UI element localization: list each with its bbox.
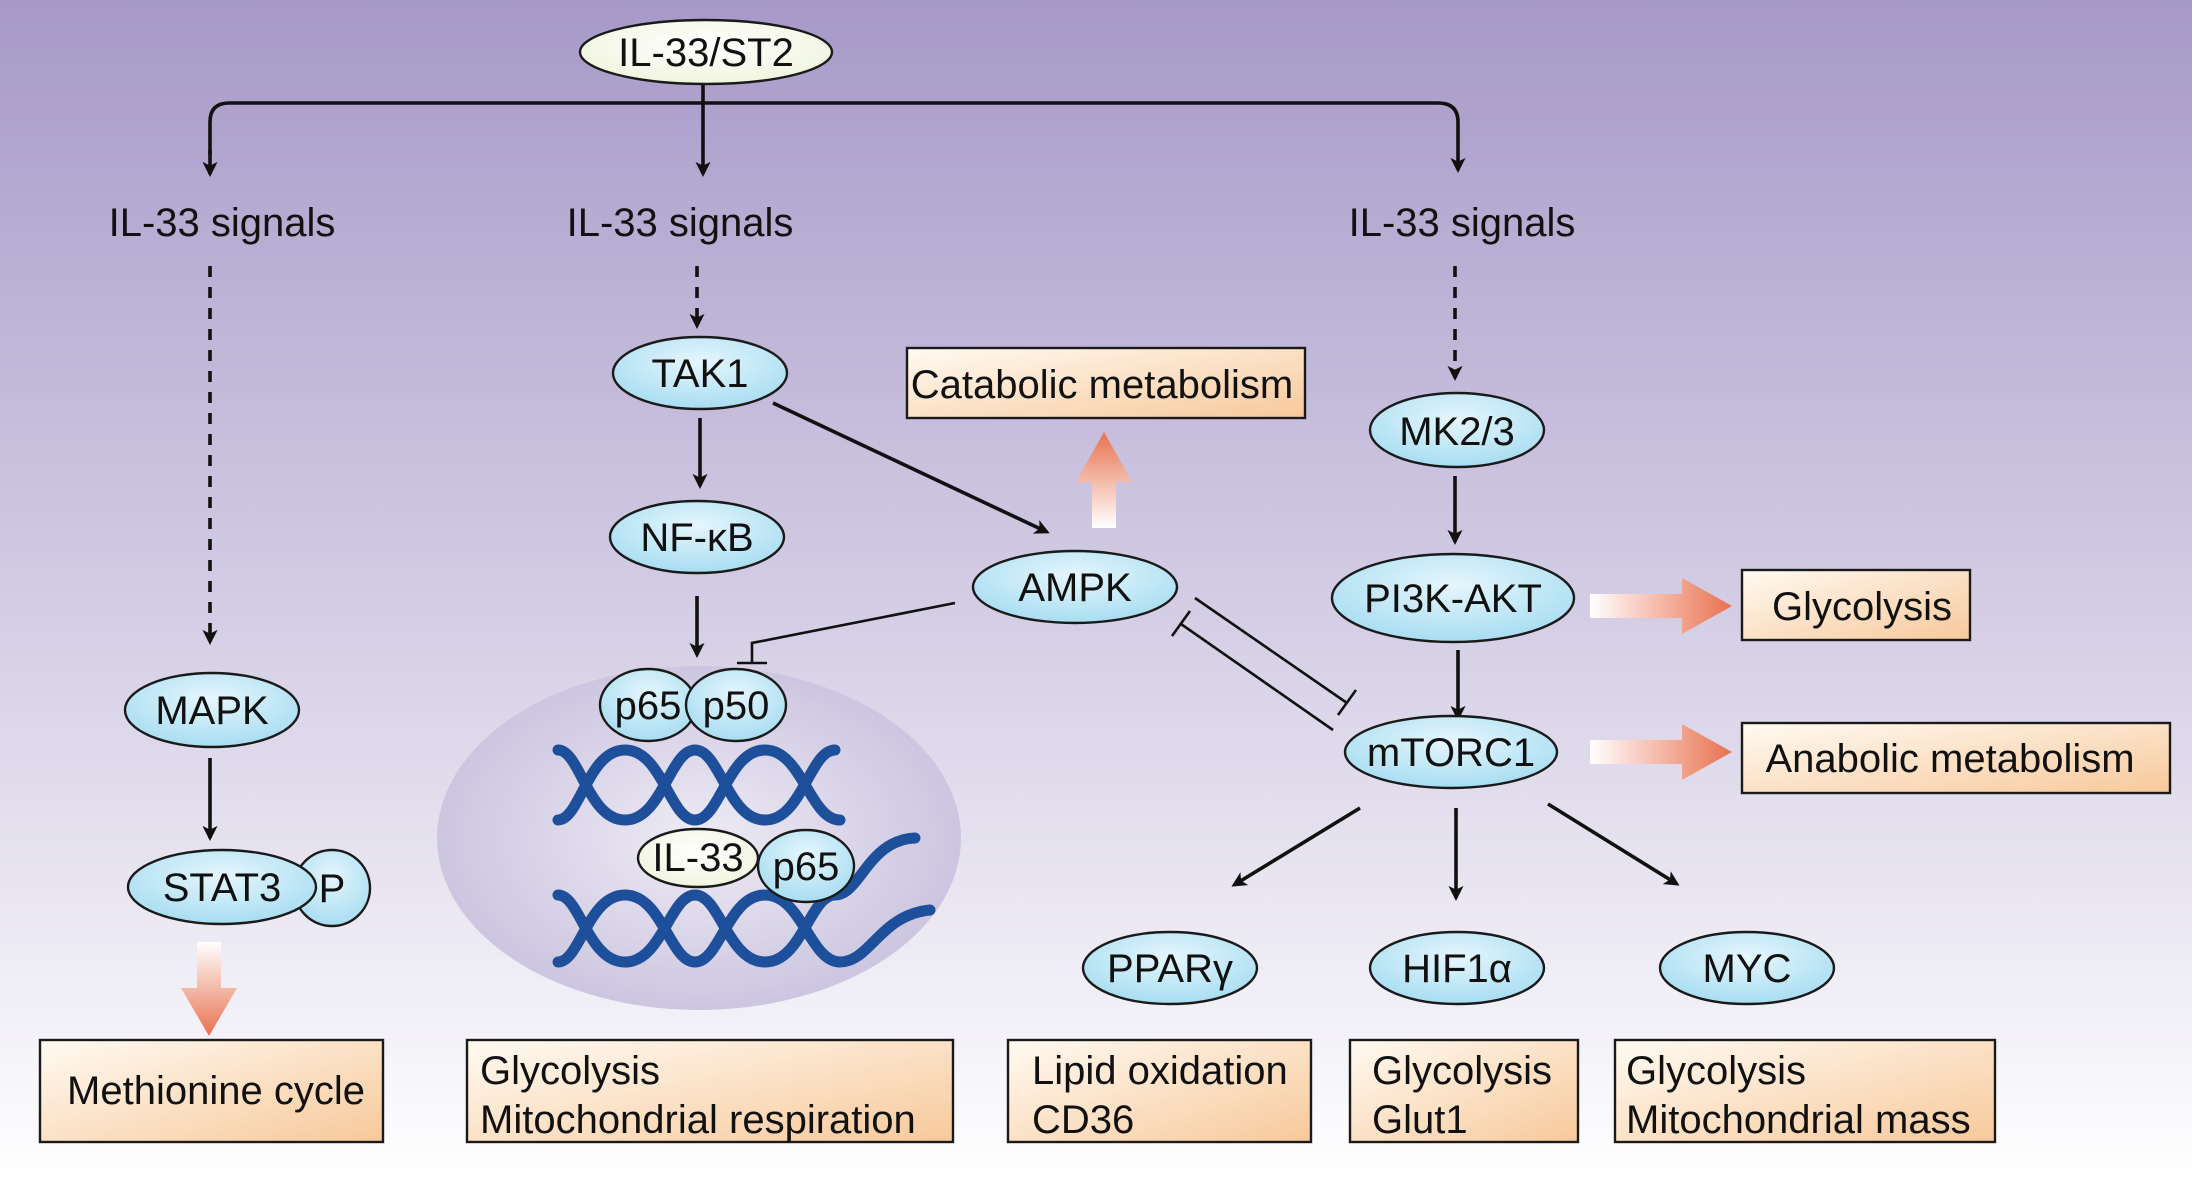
- left-signal-label: IL-33 signals: [109, 201, 336, 245]
- anabolic-box: Anabolic metabolism: [1740, 721, 2172, 795]
- catabolic-label: Catabolic metabolism: [911, 363, 1293, 407]
- tak1-node: TAK1: [611, 335, 789, 411]
- mtorc1-node: mTORC1: [1343, 714, 1559, 790]
- ppar-outcome-box: Lipid oxidation CD36: [1006, 1038, 1313, 1144]
- mapk-node: MAPK: [123, 671, 301, 749]
- nodes: IL-33/ST2 IL-33 signals IL-33 signals IL…: [109, 18, 1836, 1006]
- myc-outcome-line2: Mitochondrial mass: [1626, 1098, 1971, 1142]
- phospho-node: P: [292, 848, 372, 928]
- hif1a-node: HIF1α: [1368, 930, 1546, 1006]
- pi3k-effect-arrow: [1590, 578, 1732, 634]
- ampk-inhibits-mtorc1: [1194, 596, 1348, 705]
- il33-nuclear-label: IL-33: [652, 836, 743, 880]
- nfkb-label: NF-κB: [640, 516, 753, 560]
- p65-label-top: p65: [615, 684, 682, 728]
- middle-signal-label: IL-33 signals: [567, 201, 794, 245]
- p65-label-bottom: p65: [773, 845, 840, 889]
- mapk-label: MAPK: [155, 689, 269, 733]
- methionine-label: Methionine cycle: [67, 1069, 365, 1113]
- mtorc1-effect-arrow: [1590, 724, 1732, 780]
- ampk-label: AMPK: [1018, 566, 1132, 610]
- ppar-node: PPARγ: [1081, 930, 1259, 1006]
- hif1a-outcome-box: Glycolysis Glut1: [1348, 1038, 1580, 1144]
- il33-nuclear-node: IL-33: [636, 827, 760, 889]
- connectors: [202, 75, 1680, 902]
- mk23-label: MK2/3: [1399, 410, 1515, 454]
- pi3k-akt-node: PI3K-AKT: [1330, 552, 1576, 644]
- tak1-label: TAK1: [651, 352, 748, 396]
- branch-line: [208, 101, 1466, 174]
- myc-outcome-box: Glycolysis Mitochondrial mass: [1613, 1038, 1997, 1144]
- mtorc1-to-myc-arrow: [1547, 802, 1680, 886]
- tak1-to-ampk-arrow: [772, 401, 1050, 534]
- ppar-outcome-line1: Lipid oxidation: [1032, 1049, 1288, 1093]
- p50-node: p50: [684, 667, 788, 743]
- stat3-effect-arrow: [181, 942, 237, 1036]
- p50-label: p50: [703, 684, 770, 728]
- ppar-label: PPARγ: [1107, 947, 1233, 991]
- myc-label: MYC: [1703, 947, 1792, 991]
- ampk-effect-arrow: [1076, 432, 1132, 528]
- phospho-label: P: [319, 867, 346, 911]
- methionine-box: Methionine cycle: [38, 1038, 385, 1144]
- mtorc1-to-ppar-arrow: [1231, 806, 1361, 887]
- effect-arrows: [181, 432, 1732, 1036]
- mtorc1-inhibits-ampk: [1180, 622, 1334, 732]
- p65-node-bottom: p65: [756, 828, 856, 904]
- myc-outcome-line1: Glycolysis: [1626, 1049, 1806, 1093]
- nfkb-node: NF-κB: [608, 499, 786, 575]
- myc-node: MYC: [1658, 930, 1836, 1006]
- middle-outcome-line1: Glycolysis: [480, 1049, 660, 1093]
- right-signal-label: IL-33 signals: [1349, 201, 1576, 245]
- glycolysis-label-right: Glycolysis: [1772, 585, 1952, 629]
- middle-outcome-line2: Mitochondrial respiration: [480, 1098, 916, 1142]
- outcome-boxes: Catabolic metabolism Glycolysis Anabolic…: [38, 346, 2172, 1144]
- middle-outcome-box: Glycolysis Mitochondrial respiration: [465, 1038, 955, 1144]
- mk23-node: MK2/3: [1368, 391, 1546, 469]
- stat3-label: STAT3: [163, 866, 282, 910]
- hif1a-outcome-line2: Glut1: [1372, 1098, 1468, 1142]
- dna-helix-bottom: [552, 832, 936, 968]
- anabolic-label: Anabolic metabolism: [1765, 737, 2134, 781]
- receptor-label: IL-33/ST2: [618, 31, 794, 75]
- pi3k-akt-label: PI3K-AKT: [1364, 577, 1542, 621]
- receptor-node: IL-33/ST2: [578, 18, 834, 86]
- catabolic-box: Catabolic metabolism: [905, 346, 1307, 420]
- ampk-inhibits-nfkb: [750, 601, 956, 663]
- dna-helix-top: [552, 744, 846, 826]
- hif1a-outcome-line1: Glycolysis: [1372, 1049, 1552, 1093]
- ampk-node: AMPK: [971, 549, 1179, 625]
- ppar-outcome-line2: CD36: [1032, 1098, 1134, 1142]
- hif1a-label: HIF1α: [1402, 947, 1512, 991]
- p65-node-top: p65: [598, 667, 698, 743]
- glycolysis-box-right: Glycolysis: [1740, 568, 1972, 642]
- mtorc1-label: mTORC1: [1367, 731, 1535, 775]
- stat3-node: STAT3: [126, 848, 318, 926]
